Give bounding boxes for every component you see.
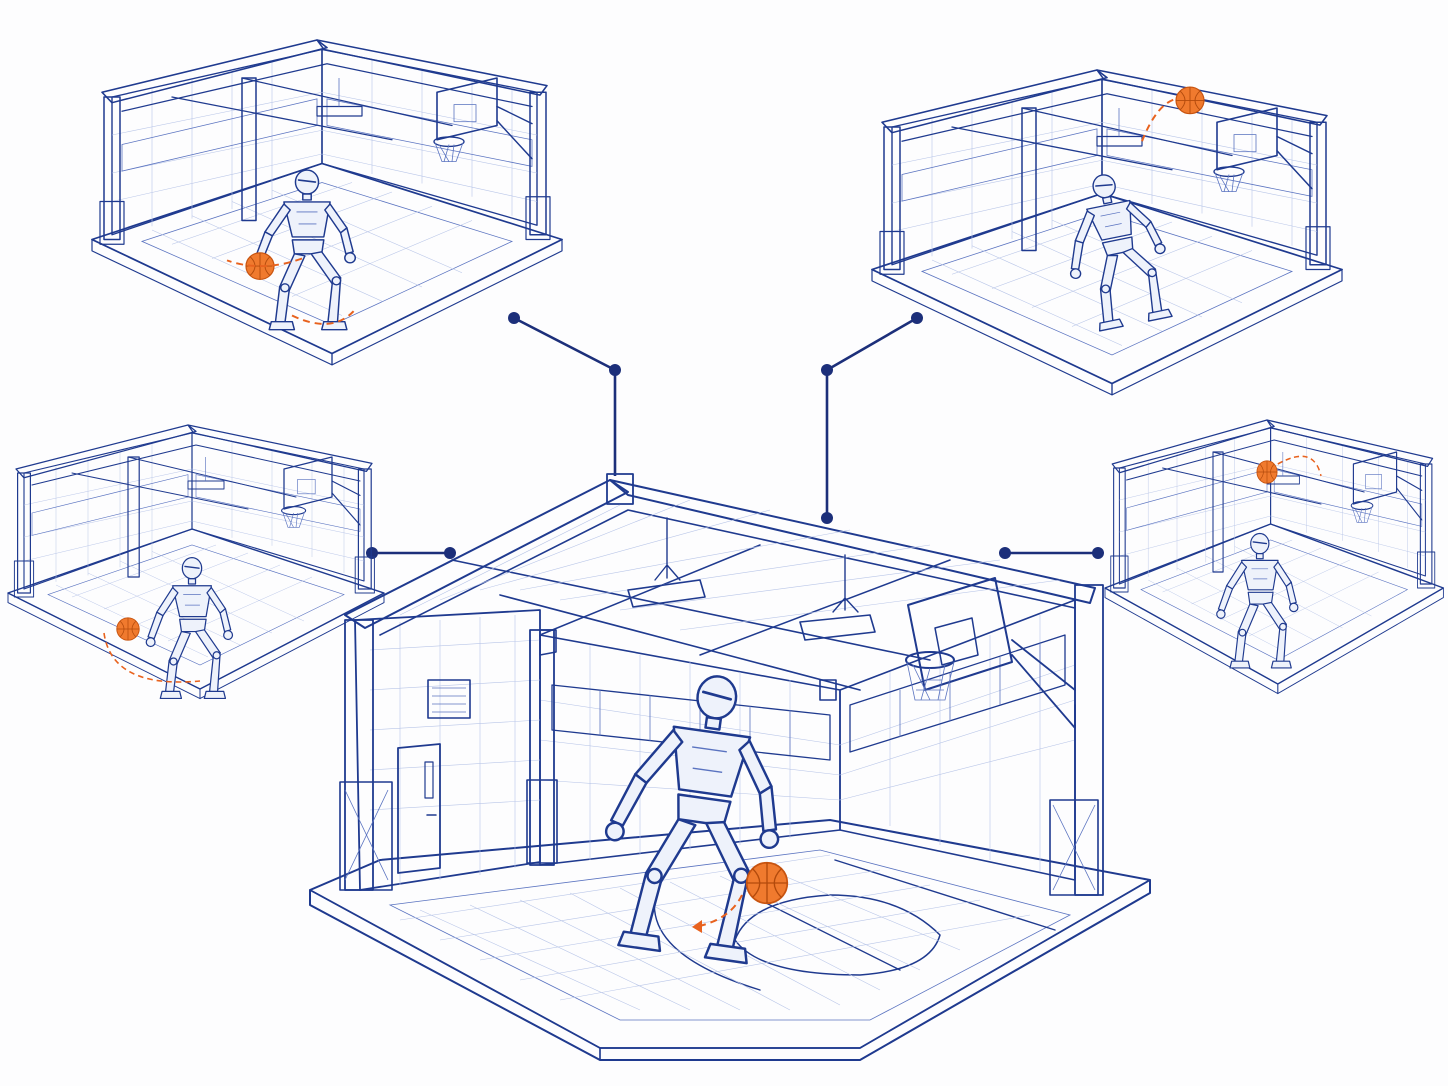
- panel-mid-right: [1104, 419, 1445, 695]
- roof-beam-right: [609, 479, 1096, 604]
- panel-top-right: [871, 69, 1343, 396]
- main-court: [309, 473, 1151, 1061]
- basketball-icon: [1175, 86, 1205, 115]
- basketball-icon: [745, 861, 789, 905]
- connector-mid-right: [999, 547, 1104, 559]
- robot-figure: [589, 662, 801, 967]
- vent: [427, 679, 471, 719]
- ceiling-light-2: [799, 554, 876, 641]
- motion-arrow: [103, 632, 201, 683]
- panel-mid-left: [7, 424, 385, 700]
- basketball-hoop: [905, 577, 1076, 729]
- ceiling-light-1: [627, 517, 706, 608]
- gym-side-wall: [354, 609, 541, 891]
- robot-figure: [1216, 532, 1299, 669]
- motion-arrow: [1277, 455, 1322, 477]
- roof-beam-left: [344, 479, 629, 629]
- connector-mid-left: [366, 547, 456, 559]
- door: [397, 743, 441, 874]
- panel-top-left: [91, 39, 563, 366]
- motion-arrow: [1141, 97, 1178, 142]
- motion-arrow: [226, 257, 303, 268]
- connector-top-left: [508, 312, 621, 476]
- basketball-icon: [116, 617, 140, 641]
- robot-figure: [145, 556, 234, 700]
- motion-arrow: [291, 310, 355, 325]
- connector-top-right: [821, 312, 923, 524]
- basketball-icon: [1256, 460, 1278, 484]
